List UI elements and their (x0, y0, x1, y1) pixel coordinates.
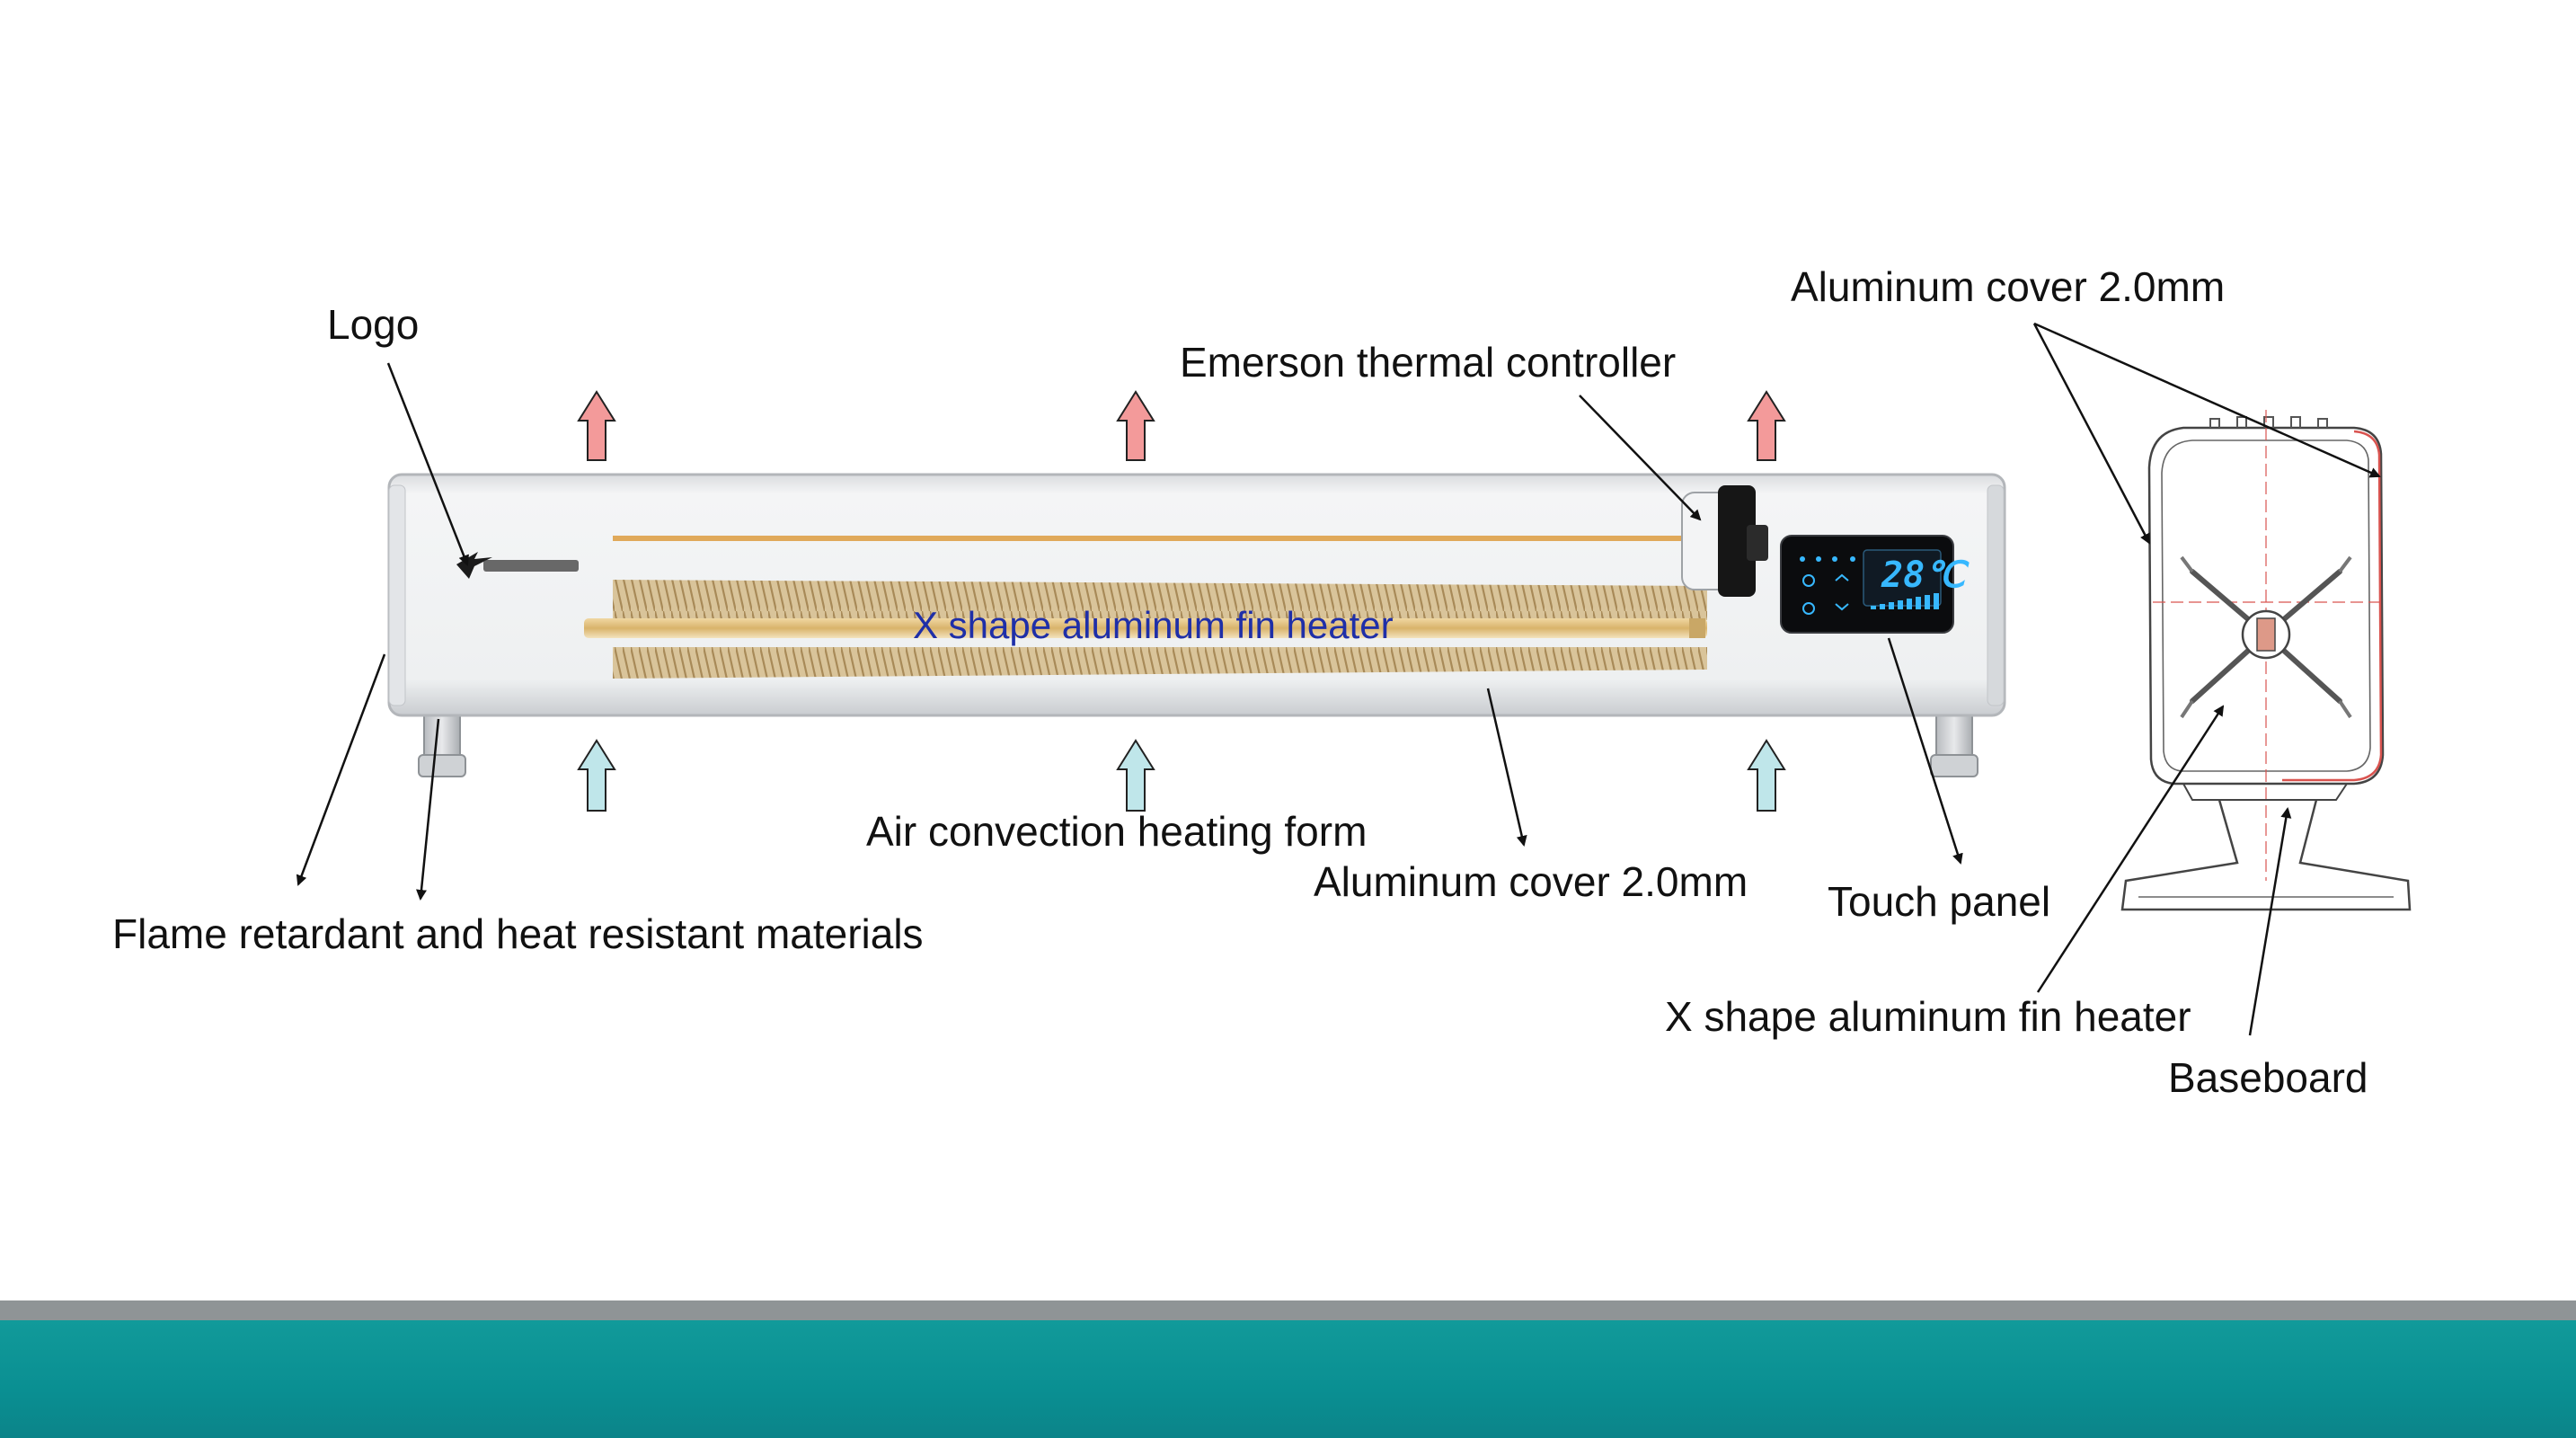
label-air-convection: Air convection heating form (866, 808, 1368, 855)
leader-lines (296, 322, 2381, 1036)
hot-air-arrows (577, 390, 1786, 461)
temperature-readout: 28℃ (1881, 555, 1966, 596)
label-emerson-thermal-controller: Emerson thermal controller (1180, 339, 1677, 386)
footer-teal-bar (0, 1320, 2576, 1438)
emerson-thermal-controller (1681, 485, 1768, 597)
chevron-down-icon[interactable] (1835, 603, 1849, 611)
cold-air-up-arrow (1747, 739, 1786, 812)
top-heating-rod (613, 536, 1691, 541)
label-x-shape-fin-heater-center: X shape aluminum fin heater (913, 604, 1394, 646)
label-aluminum-cover-right: Aluminum cover 2.0mm (1791, 263, 2226, 310)
label-aluminum-cover-bottom: Aluminum cover 2.0mm (1314, 858, 1748, 905)
brand-logo (456, 552, 579, 579)
label-baseboard: Baseboard (2168, 1054, 2368, 1101)
level-bars (1871, 593, 1939, 609)
heater-feet (418, 709, 1978, 777)
chevron-up-icon[interactable] (1835, 573, 1849, 581)
power-icon[interactable] (1802, 602, 1815, 615)
touch-panel (1780, 535, 1954, 634)
cold-air-up-arrow (1116, 739, 1155, 812)
hot-air-up-arrow (1116, 390, 1155, 461)
x-shape-fin-heater (584, 580, 1707, 679)
cross-section-drawing (2120, 410, 2412, 911)
label-flame-retardant: Flame retardant and heat resistant mater… (112, 910, 924, 957)
footer-grey-bar (0, 1300, 2576, 1320)
label-x-shape-fin-heater-side: X shape aluminum fin heater (1665, 993, 2191, 1040)
label-touch-panel: Touch panel (1828, 878, 2051, 925)
label-logo: Logo (327, 301, 420, 348)
hot-air-up-arrow (1747, 390, 1786, 461)
hot-air-up-arrow (577, 390, 616, 461)
cold-air-up-arrow (577, 739, 616, 812)
cold-air-arrows (577, 739, 1786, 812)
